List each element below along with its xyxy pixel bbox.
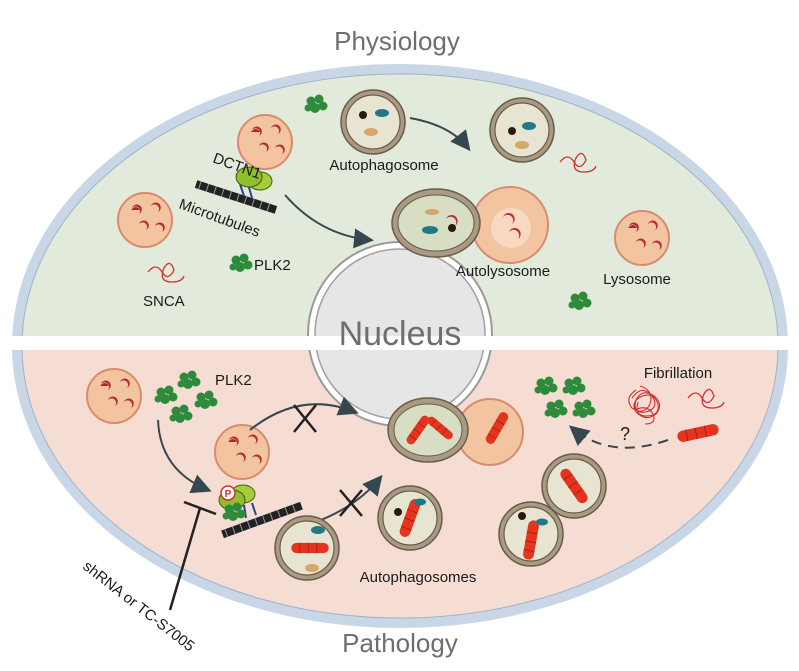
dctn1-motor: [194, 166, 278, 215]
lysosome-label: Lysosome: [603, 271, 671, 288]
question-mark: ?: [620, 424, 630, 444]
autophagosome: [340, 89, 406, 155]
pathology-autophagosome: [498, 501, 564, 567]
nucleus: [300, 241, 500, 427]
pathology-title: Pathology: [342, 628, 458, 658]
pathology-autophagosome: [541, 453, 607, 519]
autophagosome-label: Autophagosome: [329, 157, 438, 174]
pathology-autophagosome: [377, 485, 443, 551]
inhibition-bar: [168, 500, 217, 611]
lysosome-vesicle: [614, 210, 670, 266]
plk2-label: PLK2: [254, 257, 291, 274]
autophagosomes-label: Autophagosomes: [360, 569, 477, 586]
autophagosome: [489, 97, 555, 163]
autolysosome: [391, 186, 549, 264]
lysosome-vesicle: [117, 192, 173, 248]
fibrillation-label: Fibrillation: [644, 365, 712, 382]
snca-squiggle: [687, 388, 725, 409]
pathology-plk2-label: PLK2: [215, 372, 252, 389]
pathology-autolysosome: [387, 397, 524, 466]
pathology-autophagosome: [274, 515, 340, 581]
autolysosome-label: Autolysosome: [456, 263, 550, 280]
lysosome-vesicle: [86, 368, 142, 424]
phospho-badge: P: [220, 485, 236, 501]
block-cross: [293, 404, 317, 433]
physiology-title: Physiology: [334, 26, 460, 56]
snca-squiggle: [559, 152, 597, 173]
block-cross: [339, 489, 363, 517]
svg-text:P: P: [225, 489, 232, 500]
nucleus-label: Nucleus: [339, 315, 462, 353]
lysosome-vesicle: [214, 424, 270, 480]
snca-label: SNCA: [143, 293, 185, 310]
snca-squiggle: [147, 262, 185, 283]
fibrillation-tangle: [628, 385, 661, 425]
